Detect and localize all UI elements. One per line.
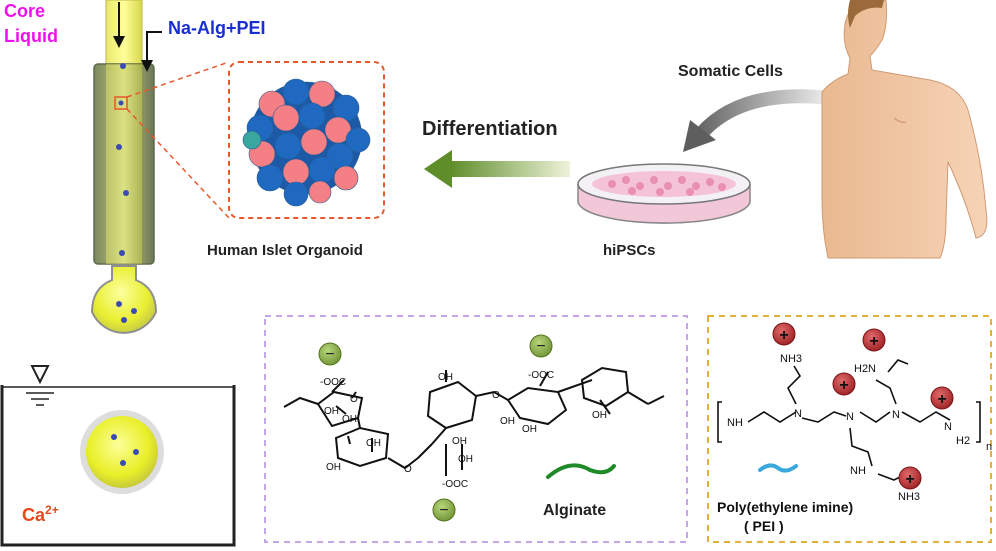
negative-charge: − bbox=[529, 334, 553, 358]
pei-abbrev-label: ( PEI ) bbox=[744, 518, 784, 534]
positive-charge: + bbox=[832, 372, 856, 396]
svg-text:−: − bbox=[325, 346, 334, 363]
svg-text:−: − bbox=[536, 338, 545, 355]
water-level-icon bbox=[30, 365, 50, 385]
hydroxyl-label: OH bbox=[458, 454, 473, 465]
hydroxyl-label: OH bbox=[500, 416, 515, 427]
hydroxyl-label: OH bbox=[366, 438, 381, 449]
carboxylate-label: -OOC bbox=[528, 370, 554, 381]
positive-charge: + bbox=[930, 386, 954, 410]
negative-charge: − bbox=[432, 498, 456, 522]
amine-label: NH bbox=[850, 465, 866, 477]
alginate-panel: -OOC -OOC -OOC OH OH OH OH OH OH OH OH O… bbox=[264, 315, 688, 543]
svg-text:+: + bbox=[905, 471, 914, 488]
pei-strand-icon bbox=[758, 463, 798, 473]
positive-charge: + bbox=[898, 466, 922, 490]
islet-organoid-label: Human Islet Organoid bbox=[207, 242, 363, 259]
oxygen-label: O bbox=[350, 394, 358, 405]
amine-label: H2N bbox=[854, 363, 876, 375]
amine-label: NH3 bbox=[898, 491, 920, 503]
hydroxyl-label: OH bbox=[522, 424, 537, 435]
svg-text:+: + bbox=[869, 333, 878, 350]
amine-label: N bbox=[846, 411, 854, 423]
somatic-cells-label: Somatic Cells bbox=[678, 63, 783, 80]
alginate-label: Alginate bbox=[543, 502, 607, 519]
oxygen-label: O bbox=[404, 464, 412, 475]
amine-label: N bbox=[892, 409, 900, 421]
calcium-bath bbox=[0, 365, 236, 547]
carboxylate-label: -OOC bbox=[320, 377, 346, 388]
core-liquid-label: Core bbox=[4, 1, 46, 21]
amine-label: N bbox=[944, 421, 952, 433]
reprogramming-arrow bbox=[683, 89, 831, 152]
svg-text:+: + bbox=[779, 327, 788, 344]
amine-label: NH bbox=[727, 417, 743, 429]
core-channel-top bbox=[105, 0, 143, 71]
oxygen-label: O bbox=[492, 390, 500, 401]
hydroxyl-label: OH bbox=[324, 406, 339, 417]
calcium-label: Ca2+ bbox=[22, 503, 59, 525]
svg-text:−: − bbox=[439, 502, 448, 519]
hydroxyl-label: OH bbox=[342, 414, 357, 425]
hydroxyl-label: OH bbox=[326, 462, 341, 473]
carboxylate-label: -OOC bbox=[442, 479, 468, 490]
positive-charge: + bbox=[772, 322, 796, 346]
pei-label: Poly(ethylene imine) bbox=[717, 499, 854, 515]
human-figure bbox=[821, 0, 988, 259]
repeat-subscript: n bbox=[986, 441, 992, 453]
shell-material-label: Na-Alg+PEI bbox=[168, 18, 266, 38]
hipsc-label: hiPSCs bbox=[603, 242, 656, 259]
amine-label: H2 bbox=[956, 435, 970, 447]
petri-dish bbox=[577, 163, 751, 224]
differentiation-label: Differentiation bbox=[422, 118, 558, 140]
hydroxyl-label: OH bbox=[592, 410, 607, 421]
svg-text:+: + bbox=[839, 377, 848, 394]
amine-label: NH3 bbox=[780, 353, 802, 365]
differentiation-arrow bbox=[424, 150, 570, 188]
negative-charge: − bbox=[318, 342, 342, 366]
capsule bbox=[86, 416, 158, 488]
hydroxyl-label: OH bbox=[452, 436, 467, 447]
pei-panel: NH N N N N NH3 H2N H2 NH NH3 n + + + + bbox=[707, 315, 992, 543]
organoid-zoom bbox=[126, 61, 385, 219]
positive-charge: + bbox=[862, 328, 886, 352]
alginate-strand-icon bbox=[546, 463, 616, 479]
islet-organoid bbox=[242, 78, 371, 207]
svg-text:+: + bbox=[937, 391, 946, 408]
hydroxyl-label: OH bbox=[438, 372, 453, 383]
zoom-box bbox=[114, 96, 128, 110]
amine-label: N bbox=[794, 408, 802, 420]
droplet bbox=[90, 265, 158, 334]
core-liquid-label-line2: Liquid bbox=[4, 26, 58, 46]
coaxial-nozzle bbox=[90, 0, 162, 334]
